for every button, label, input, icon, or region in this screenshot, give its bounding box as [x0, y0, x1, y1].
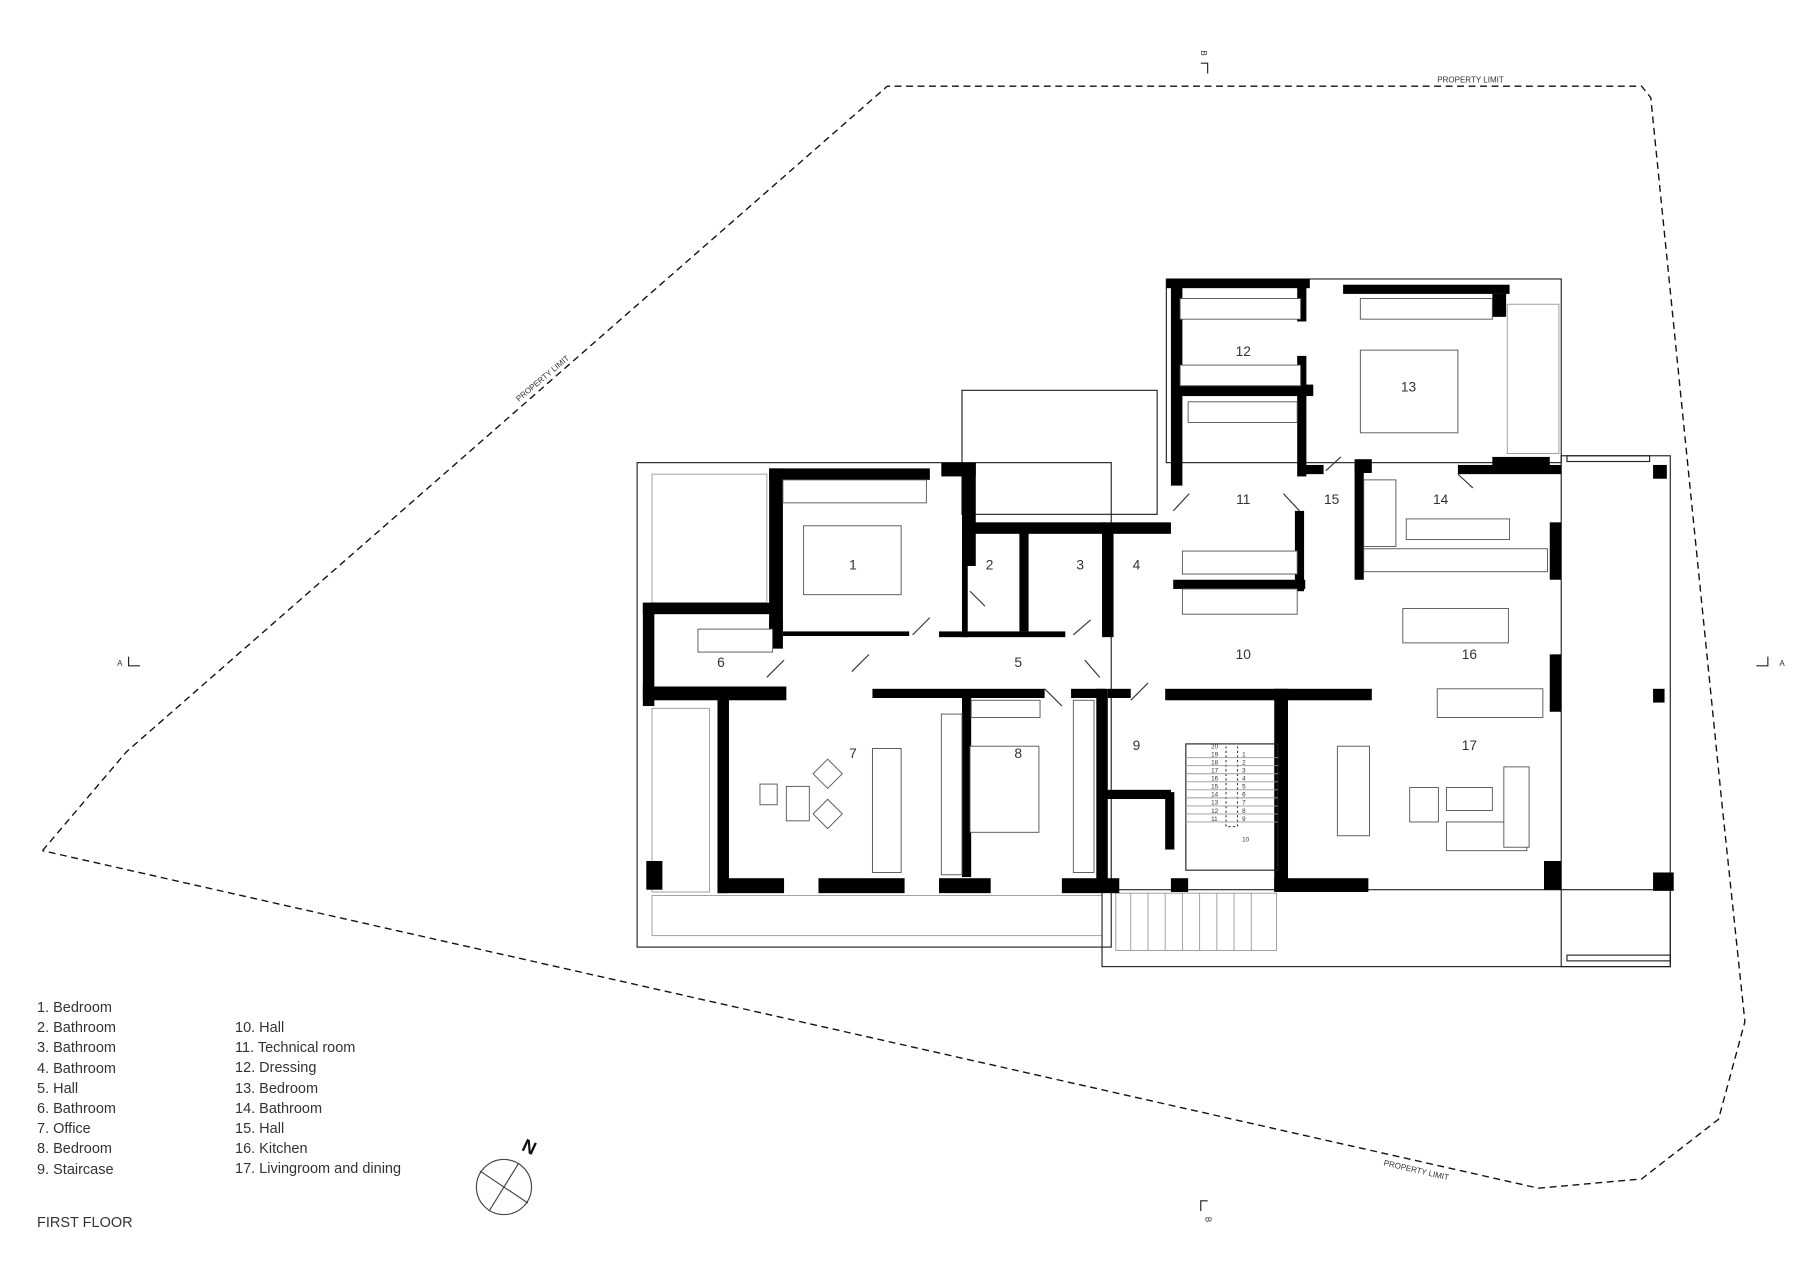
svg-text:6: 6 — [1242, 792, 1246, 799]
svg-text:B: B — [1199, 51, 1208, 56]
room-label-14: 14 — [1433, 492, 1449, 507]
legend-item: 3. Bathroom — [37, 1040, 116, 1057]
room-label-11: 11 — [1236, 492, 1250, 507]
section-marker-a-right: A — [1756, 656, 1785, 668]
svg-text:3: 3 — [1242, 768, 1246, 775]
legend-item: 11. Technical room — [235, 1040, 356, 1057]
property-limit-label-top: PROPERTY LIMIT — [1437, 76, 1504, 85]
legend-item: 13. Bedroom — [235, 1080, 319, 1097]
room-label-1: 1 — [849, 558, 857, 573]
legend-item: 6. Bathroom — [37, 1101, 116, 1118]
legend-item: 5. Hall — [37, 1080, 79, 1097]
room-legend-col1: 1. Bedroom 2. Bathroom 3. Bathroom 4. Ba… — [37, 998, 116, 1180]
svg-text:10: 10 — [1242, 836, 1250, 843]
svg-text:13: 13 — [1211, 800, 1219, 807]
property-limit-line — [41, 85, 1746, 1189]
room-label-17: 17 — [1462, 738, 1477, 753]
room-label-13: 13 — [1401, 380, 1417, 395]
room-label-3: 3 — [1076, 558, 1084, 573]
legend-item: 4. Bathroom — [37, 1060, 116, 1077]
building-outlines — [636, 278, 1671, 968]
legend-item: 1. Bedroom — [37, 1000, 112, 1016]
svg-text:1: 1 — [1242, 752, 1246, 759]
svg-text:16: 16 — [1211, 776, 1219, 783]
section-marker-b-bottom: B — [1200, 1200, 1212, 1222]
room-label-12: 12 — [1236, 344, 1251, 359]
svg-text:B: B — [1203, 1217, 1212, 1222]
room-label-15: 15 — [1324, 492, 1340, 507]
svg-text:17: 17 — [1211, 768, 1219, 775]
legend-item: 15. Hall — [235, 1121, 285, 1138]
svg-text:19: 19 — [1211, 752, 1219, 759]
property-limit-label-bottom: PROPERTY LIMIT — [1383, 1158, 1450, 1182]
room-label-9: 9 — [1133, 738, 1141, 753]
legend-item: 12. Dressing — [235, 1060, 317, 1077]
room-label-10: 10 — [1236, 647, 1252, 662]
walls — [642, 278, 1674, 894]
svg-text:11: 11 — [1211, 816, 1218, 823]
legend-item: 9. Staircase — [37, 1161, 114, 1178]
legend-item: 16. Kitchen — [235, 1141, 308, 1158]
svg-text:20: 20 — [1211, 744, 1219, 751]
svg-text:4: 4 — [1242, 776, 1246, 783]
svg-text:7: 7 — [1242, 800, 1246, 807]
section-marker-a-left: A — [117, 656, 141, 668]
svg-text:14: 14 — [1211, 792, 1219, 799]
room-label-4: 4 — [1133, 558, 1141, 573]
staircase — [1185, 743, 1279, 871]
section-marker-b-top: B — [1199, 51, 1209, 74]
room-label-2: 2 — [986, 558, 994, 573]
legend-item: 2. Bathroom — [37, 1020, 116, 1037]
svg-text:12: 12 — [1211, 808, 1219, 815]
svg-text:5: 5 — [1242, 784, 1246, 791]
doors — [766, 456, 1474, 707]
north-arrow-icon: N — [475, 1134, 540, 1216]
legend-item: 14. Bathroom — [235, 1100, 323, 1117]
room-label-7: 7 — [849, 746, 857, 761]
legend-item: 10. Hall — [235, 1020, 285, 1036]
svg-text:15: 15 — [1211, 784, 1219, 791]
svg-text:A: A — [117, 659, 123, 668]
room-label-5: 5 — [1014, 655, 1022, 670]
svg-text:18: 18 — [1211, 760, 1219, 767]
svg-text:N: N — [519, 1134, 540, 1159]
furniture — [697, 298, 1548, 876]
room-legend-col2: 10. Hall 11. Technical room 12. Dressing… — [235, 1018, 401, 1180]
svg-text:A: A — [1779, 659, 1785, 668]
room-label-6: 6 — [717, 655, 725, 670]
svg-text:9: 9 — [1242, 816, 1246, 823]
legend-item: 7. Office — [37, 1121, 91, 1138]
room-labels: 1 2 3 4 5 6 7 8 9 10 11 12 13 14 15 16 1… — [717, 344, 1477, 761]
room-label-16: 16 — [1462, 647, 1478, 662]
legend-item: 17. Livingroom and dining — [235, 1161, 402, 1178]
room-label-8: 8 — [1014, 746, 1022, 761]
property-limit-label-left: PROPERTY LIMIT — [514, 354, 571, 404]
plan-title: FIRST FLOOR — [37, 1215, 133, 1231]
svg-text:8: 8 — [1242, 808, 1246, 815]
svg-text:2: 2 — [1242, 760, 1246, 767]
legend-item: 8. Bedroom — [37, 1141, 112, 1158]
